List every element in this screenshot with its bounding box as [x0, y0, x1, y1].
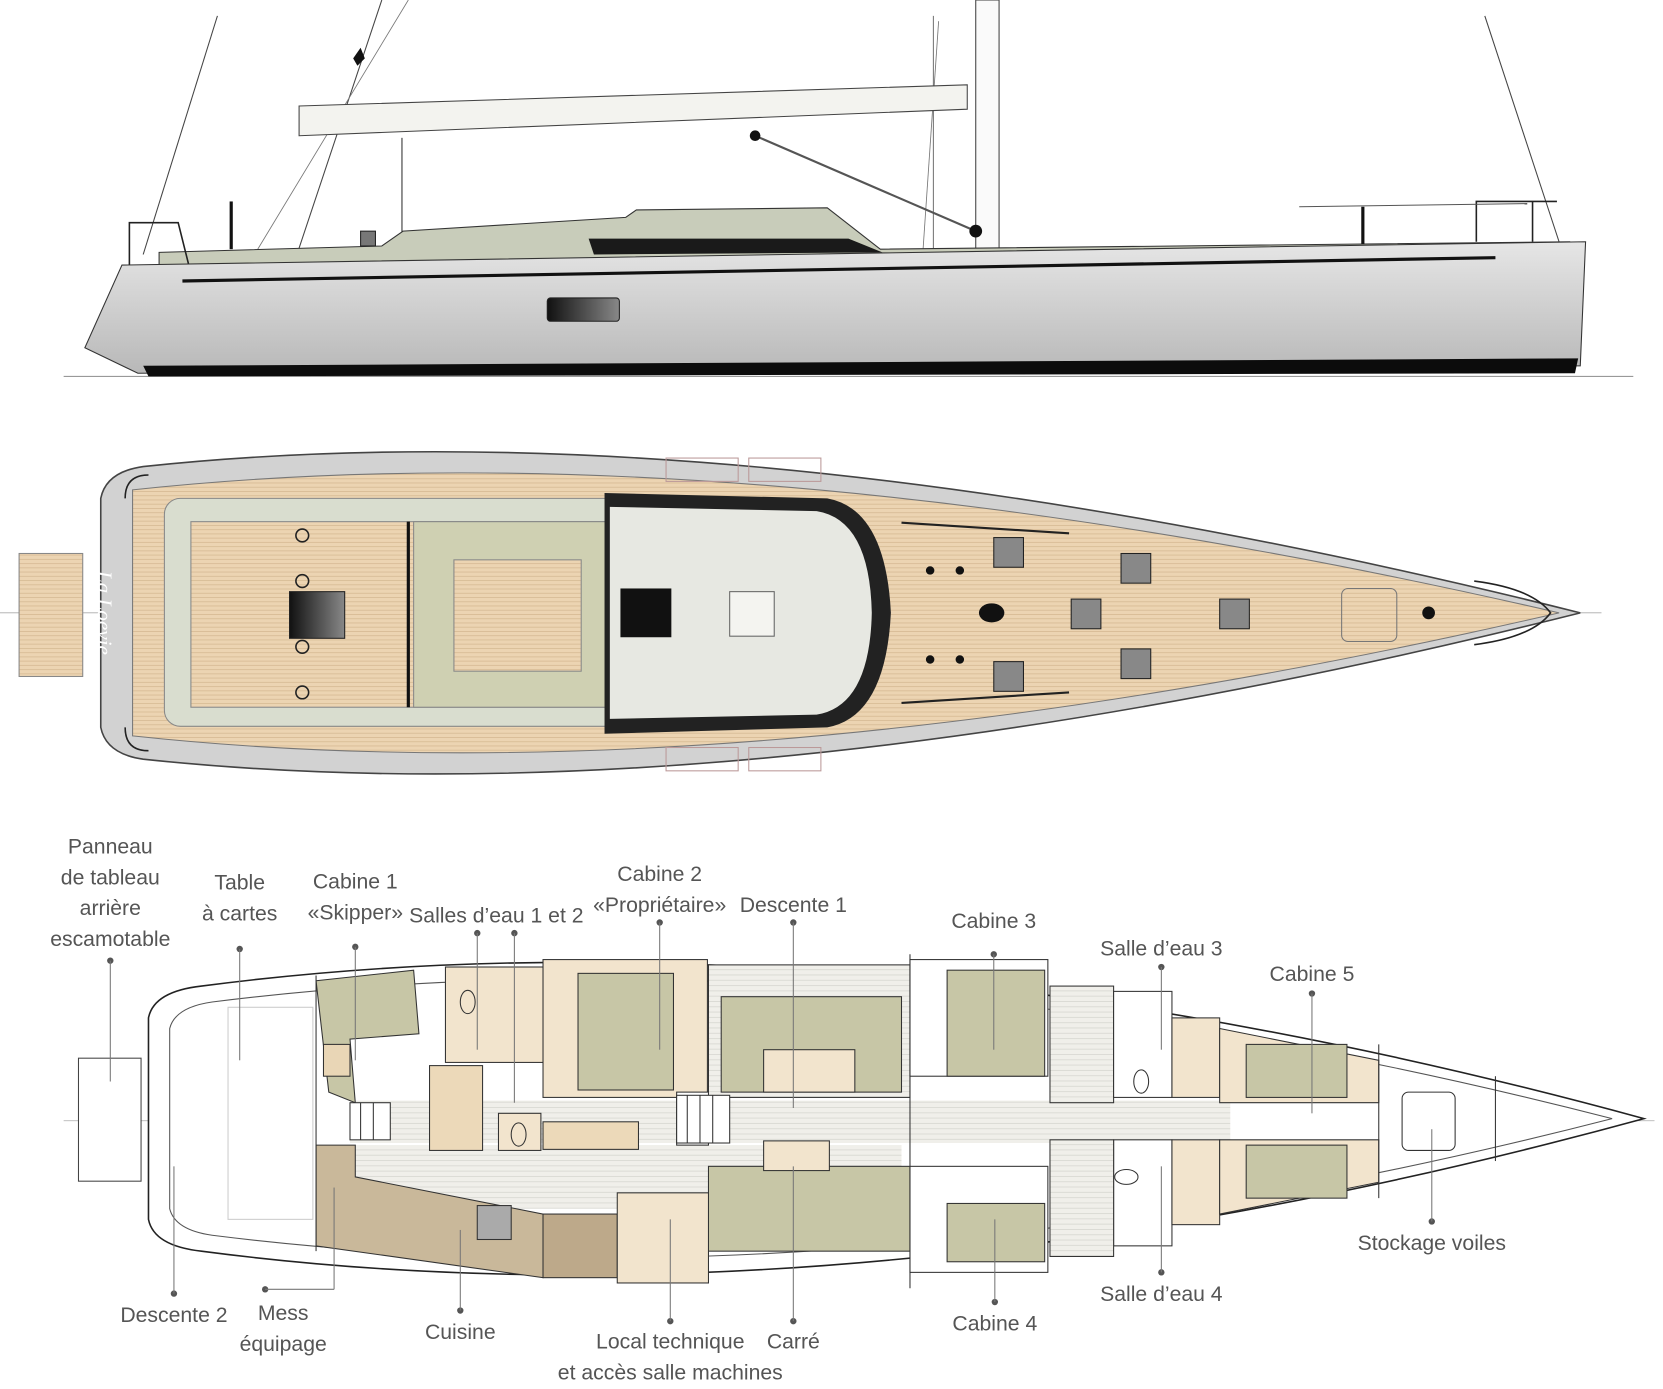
- label-line: Descente 1: [740, 894, 847, 917]
- mast: [975, 0, 1000, 256]
- label-line: «Skipper»: [308, 901, 403, 924]
- label-cabine2: Cabine 2 «Propriétaire»: [593, 863, 726, 1050]
- boom: [298, 84, 968, 137]
- label-line: Salles d’eau 1 et 2: [409, 904, 583, 927]
- label-line: Salle d’eau 3: [1100, 937, 1223, 960]
- label-cuisine: Cuisine: [425, 1229, 496, 1344]
- annotations: Panneau de tableau arrière escamotable T…: [50, 836, 1506, 1385]
- label-carre: Carré: [767, 1166, 820, 1354]
- label-line: «Propriétaire»: [593, 894, 726, 917]
- label-line: Salle d’eau 4: [1100, 1283, 1223, 1306]
- label-line: Cabine 3: [951, 910, 1036, 933]
- label-mess: Mess équipage: [240, 1187, 335, 1356]
- label-cabine3: Cabine 3: [951, 910, 1036, 1050]
- label-line: de tableau: [61, 866, 160, 889]
- side-profile: [63, 0, 1634, 377]
- label-line: Local technique: [596, 1331, 744, 1354]
- label-line: et accès salle machines: [558, 1361, 783, 1384]
- label-line: Descente 2: [120, 1304, 227, 1327]
- deck-plan: La Loevie: [0, 450, 1602, 775]
- label-line: escamotable: [50, 928, 170, 951]
- label-salle-eau3: Salle d’eau 3: [1100, 937, 1223, 1050]
- label-cabine1: Cabine 1 «Skipper»: [308, 871, 403, 1061]
- label-salle-eau4: Salle d’eau 4: [1100, 1166, 1223, 1306]
- label-panneau: Panneau de tableau arrière escamotable: [50, 836, 170, 1082]
- label-line: Cuisine: [425, 1321, 496, 1344]
- label-line: Mess: [258, 1302, 309, 1325]
- label-line: Table: [214, 872, 265, 895]
- label-line: Stockage voiles: [1358, 1232, 1506, 1255]
- label-descente1: Descente 1: [740, 894, 847, 1109]
- label-line: Cabine 1: [313, 871, 398, 894]
- label-cabine4: Cabine 4: [952, 1219, 1037, 1336]
- label-line: à cartes: [202, 902, 277, 925]
- interior-plan: [63, 954, 1655, 1289]
- label-descente2: Descente 2: [120, 1166, 228, 1327]
- label-line: Carré: [767, 1331, 820, 1354]
- label-line: Cabine 2: [617, 863, 702, 886]
- swim-platform: [18, 552, 84, 678]
- label-line: Panneau: [68, 836, 153, 859]
- label-line: Cabine 5: [1270, 963, 1355, 986]
- label-stockage: Stockage voiles: [1358, 1129, 1506, 1255]
- label-line: équipage: [240, 1333, 327, 1356]
- label-salles-eau-12: Salles d’eau 1 et 2: [409, 904, 584, 1103]
- label-cabine5: Cabine 5: [1270, 963, 1355, 1114]
- logo: La Loevie: [93, 570, 117, 655]
- label-local-technique: Local technique et accès salle machines: [558, 1219, 783, 1384]
- hull-port-window: [546, 297, 620, 322]
- label-table-cartes: Table à cartes: [202, 872, 277, 1061]
- label-line: Cabine 4: [952, 1313, 1037, 1336]
- swim-platform-interior: [77, 1057, 142, 1182]
- label-line: arrière: [80, 897, 141, 920]
